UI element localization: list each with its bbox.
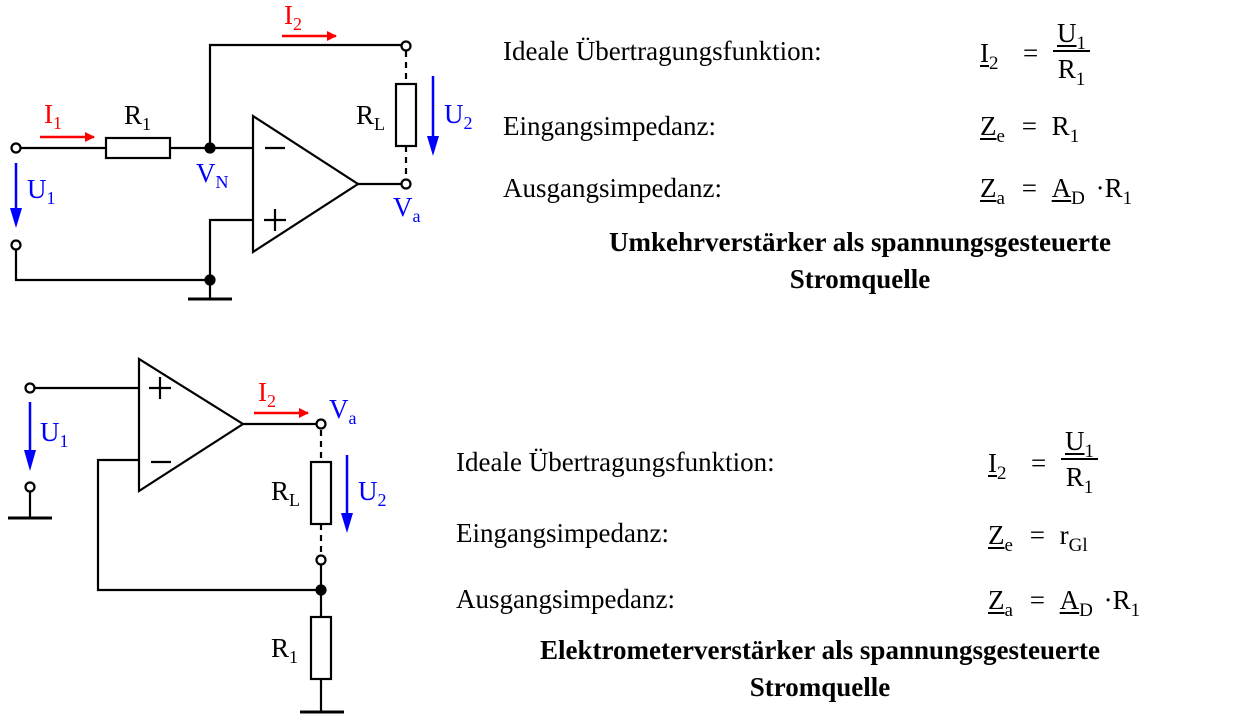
bottom-u2-arrow-icon [341, 513, 353, 533]
top-transfer-function-lhs: I2 [980, 38, 999, 74]
bottom-transfer-function-fraction: U1 R1 [1061, 428, 1098, 497]
top-u1-label: U1 [27, 174, 56, 208]
top-title: Umkehrverstärker als spannungsgesteuerte… [609, 227, 1111, 294]
bottom-input-impedance-label: Eingangsimpedanz: [456, 518, 669, 548]
top-rl-upper-terminal-icon [400, 40, 412, 52]
top-rl-resistor-icon [394, 82, 418, 148]
bottom-u1-arrow-icon [24, 450, 36, 471]
top-u1-upper-terminal-icon [10, 142, 22, 154]
top-transfer-function-fraction: U1 R1 [1053, 20, 1090, 89]
top-u2-arrow-icon [427, 136, 439, 156]
bottom-circuit [8, 357, 344, 714]
top-i2-label: I2 [284, 0, 302, 34]
top-vn-label: VN [196, 158, 229, 192]
top-arrows [10, 31, 439, 228]
top-opamp-icon [251, 113, 361, 255]
top-r1-label: R1 [124, 100, 151, 134]
bottom-input-impedance-formula: Ze = rGl [988, 520, 1088, 556]
bottom-va-label: Va [329, 394, 357, 428]
top-plus-input-wire [208, 218, 253, 280]
bottom-u2-label: U2 [358, 476, 387, 510]
top-u2-label: U2 [444, 99, 473, 133]
bottom-output-terminal-icon [315, 418, 327, 430]
bottom-node-dot-icon [315, 584, 327, 596]
top-u1-arrow-icon [10, 208, 22, 228]
top-output-terminal-icon [400, 178, 412, 190]
top-ground-node-dot-icon [204, 274, 216, 286]
bottom-rl-label: RL [271, 476, 300, 510]
top-u1-lower-terminal-icon [10, 239, 22, 251]
top-output-impedance-label: Ausgangsimpedanz: [503, 173, 722, 203]
bottom-u1-lower-terminal-icon [24, 481, 36, 493]
top-i1-label: I1 [44, 99, 62, 133]
top-circuit [10, 40, 418, 301]
bottom-arrows [24, 402, 353, 533]
bottom-i2-label: I2 [258, 377, 276, 411]
bottom-title: Elektrometerverstärker als spannungsgest… [540, 635, 1100, 702]
bottom-r1-label: R1 [271, 633, 298, 667]
bottom-transfer-function-label: Ideale Übertragungsfunktion: [456, 447, 775, 477]
bottom-transfer-function-lhs: I2 [988, 448, 1007, 484]
top-r1-resistor-icon [104, 136, 172, 160]
bottom-u1-label: U1 [40, 417, 69, 451]
top-va-label: Va [393, 192, 421, 226]
bottom-feedback-wire [96, 458, 321, 592]
top-rl-label: RL [356, 100, 385, 134]
bottom-r1-resistor-icon [309, 615, 333, 681]
top-input-impedance-formula: Ze = R1 [980, 111, 1080, 147]
top-feedback-wire [208, 43, 402, 148]
top-input-impedance-label: Eingangsimpedanz: [503, 111, 716, 141]
top-output-impedance-formula: Za = AD ·R1 [980, 173, 1133, 209]
bottom-output-impedance-formula: Za = AD ·R1 [988, 585, 1141, 621]
top-transfer-function-equals: = [1023, 38, 1039, 68]
bottom-transfer-function-equals: = [1031, 448, 1047, 478]
top-node-dot-icon [204, 142, 216, 154]
top-ground-return-wire [14, 250, 212, 298]
bottom-rl-lower-terminal-icon [315, 554, 327, 566]
bottom-rl-resistor-icon [309, 460, 333, 526]
top-transfer-function-label: Ideale Übertragungsfunktion: [503, 36, 822, 66]
bottom-output-impedance-label: Ausgangsimpedanz: [456, 584, 675, 614]
bottom-u1-upper-terminal-icon [24, 382, 36, 394]
bottom-opamp-icon [137, 357, 246, 494]
